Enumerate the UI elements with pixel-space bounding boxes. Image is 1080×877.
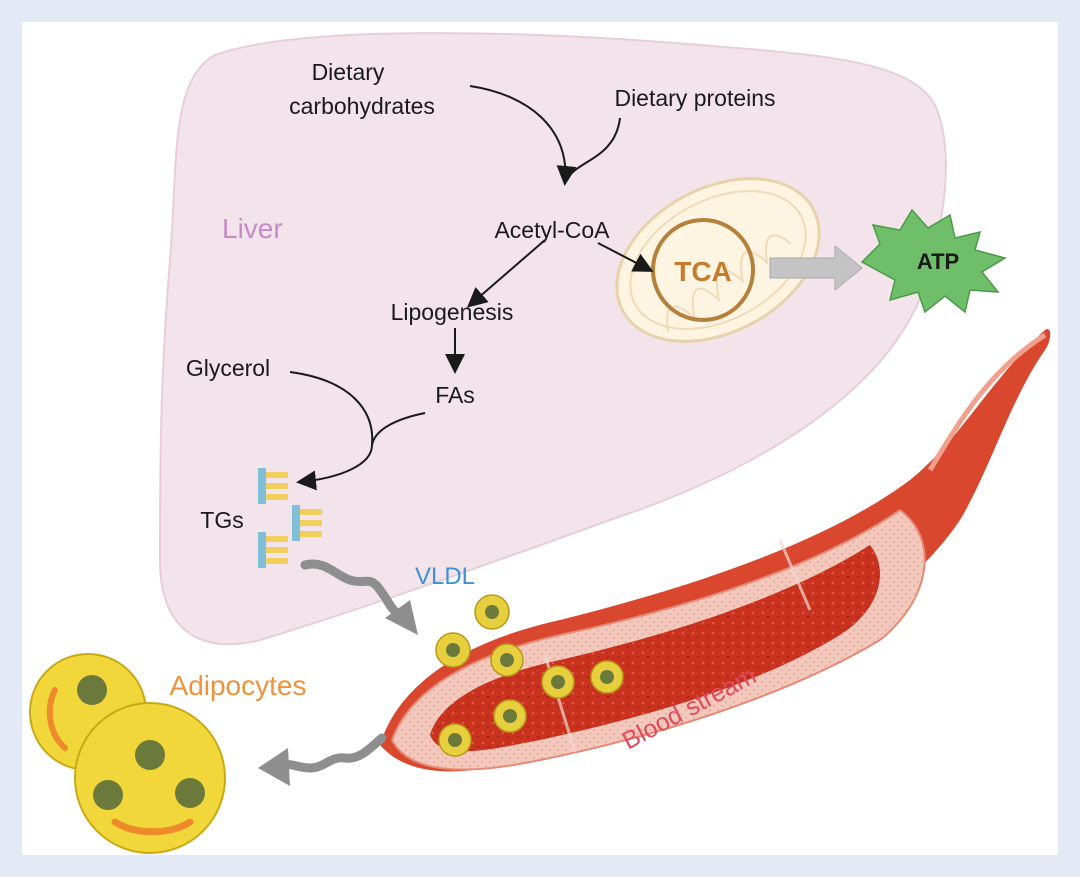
- blood-vessel: [380, 329, 1051, 772]
- label-lipogenesis: Lipogenesis: [391, 299, 514, 325]
- tca-to-atp-arrow: [769, 244, 863, 292]
- label-dietary-proteins: Dietary proteins: [614, 85, 775, 111]
- atp-burst: [860, 208, 1007, 314]
- label-liver: Liver: [222, 213, 283, 244]
- label-vldl: VLDL: [415, 563, 475, 590]
- adipocyte-cells: [29, 653, 226, 854]
- label-dietary-carbohydrates-line2: carbohydrates: [289, 93, 435, 119]
- tg-molecules: [258, 468, 322, 568]
- label-tgs: TGs: [200, 507, 243, 533]
- pathway-arrows: [289, 85, 654, 491]
- label-glycerol: Glycerol: [186, 355, 270, 381]
- mitochondrion: [615, 177, 821, 343]
- tg-to-vldl-arrow: [300, 559, 418, 635]
- vldl-particles: [435, 594, 624, 757]
- label-acetyl-coa: Acetyl-CoA: [494, 217, 610, 243]
- label-dietary-carbohydrates-line1: Dietary: [312, 59, 385, 85]
- vessel-to-adipocytes-arrow: [258, 733, 387, 786]
- label-adipocytes: Adipocytes: [170, 670, 307, 701]
- label-fas: FAs: [435, 382, 475, 408]
- label-atp: ATP: [917, 249, 959, 274]
- label-tca: TCA: [674, 256, 732, 287]
